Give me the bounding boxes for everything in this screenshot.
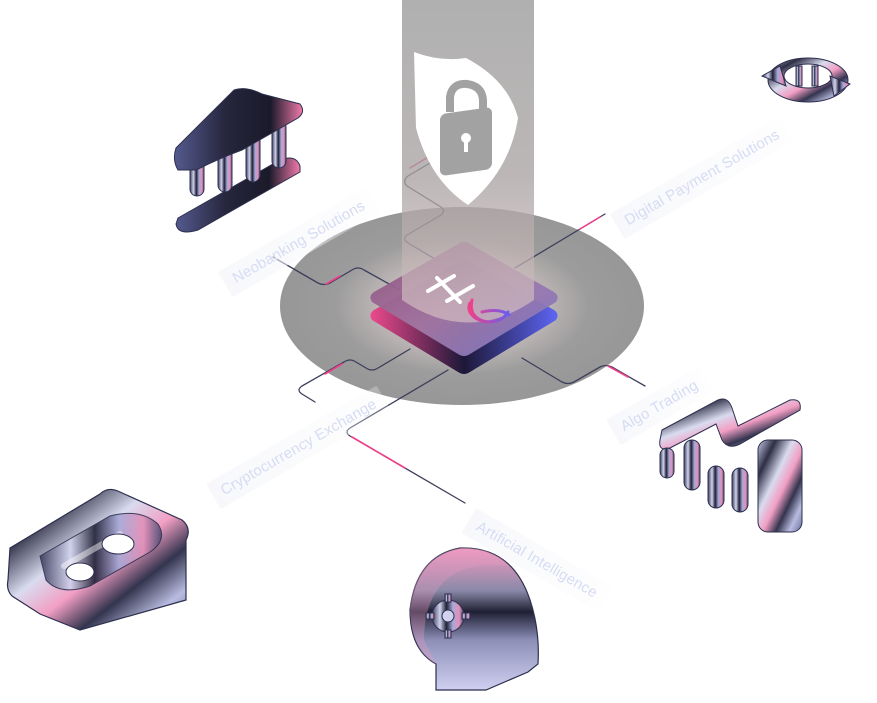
core-logo-icon [426,274,475,304]
exchange-arrows-icon [760,57,852,103]
bitcoin-icon [6,488,189,631]
connector-neobanking [272,256,401,291]
connector-crypto [298,348,411,403]
bank-icon [173,88,304,233]
ai-head-icon [409,547,539,691]
trading-chart-icon [659,398,803,533]
logo-arc [467,301,510,324]
shield-lock-icon [414,52,518,205]
gear-icon [425,593,471,639]
